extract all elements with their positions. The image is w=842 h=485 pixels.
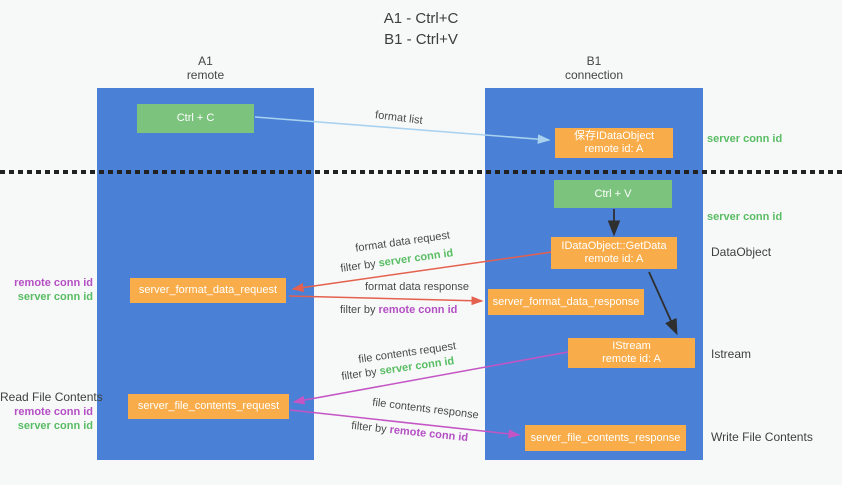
- istream-line1: IStream: [612, 340, 651, 352]
- format-request-label: server_format_data_request: [138, 284, 278, 296]
- side-label-read-file-contents: Read File Contents: [0, 390, 103, 404]
- arrow-format-request-to-response: [288, 295, 484, 306]
- format-response-label: server_format_data_response: [492, 295, 640, 308]
- side-label-istream: Istream: [711, 347, 752, 361]
- flow-label-file-contents-response: file contents response: [371, 396, 480, 422]
- flow-label-filter-remote-1: filter by remote conn id: [340, 304, 457, 316]
- getdata-label: IDataObject::GetData remote id: A: [561, 240, 666, 266]
- node-istream: IStream remote id: A: [568, 338, 695, 368]
- lifeline-b1-role: connection: [564, 68, 624, 82]
- flow-label-filter-remote-2: filter by remote conn id: [351, 420, 469, 444]
- side-label-remote-conn-id-1: remote conn id: [14, 277, 93, 289]
- getdata-line2: remote id: A: [584, 253, 644, 265]
- machine-boundary-dotted-line: [0, 170, 842, 174]
- filter-by-text: filter by: [339, 257, 380, 275]
- title-line-1: A1 - Ctrl+C: [383, 10, 459, 27]
- lifeline-a1-name: A1: [198, 54, 213, 68]
- node-file-request: server_file_contents_request: [128, 394, 289, 419]
- lifeline-header-b1: B1 connection: [485, 54, 703, 82]
- getdata-line1: IDataObject::GetData: [561, 240, 667, 252]
- side-label-server-conn-id-4: server conn id: [17, 420, 93, 432]
- node-getdata: IDataObject::GetData remote id: A: [551, 237, 677, 269]
- ctrl-c-label: Ctrl + C: [176, 112, 215, 124]
- remote-conn-id-text: remote conn id: [378, 304, 458, 316]
- side-label-remote-conn-id-2: remote conn id: [14, 406, 93, 418]
- istream-line2: remote id: A: [602, 353, 661, 365]
- file-response-label: server_file_contents_response: [530, 431, 681, 444]
- server-conn-id-text: server conn id: [377, 247, 455, 270]
- filter-by-text: filter by: [350, 419, 391, 436]
- node-format-response: server_format_data_response: [488, 289, 644, 315]
- filter-by-text: filter by: [340, 304, 379, 316]
- flow-label-format-list: format list: [374, 109, 424, 127]
- node-format-request: server_format_data_request: [130, 278, 286, 303]
- file-request-label: server_file_contents_request: [137, 400, 280, 412]
- side-label-write-file-contents: Write File Contents: [711, 430, 813, 444]
- save-dataobject-line1: 保存IDataObject: [573, 130, 655, 142]
- side-label-server-conn-id-1: server conn id: [707, 133, 783, 145]
- lifeline-a1-role: remote: [186, 68, 225, 82]
- node-ctrl-v: Ctrl + V: [554, 180, 672, 208]
- istream-label: IStream remote id: A: [602, 340, 661, 366]
- node-ctrl-c: Ctrl + C: [137, 104, 254, 133]
- remote-conn-id-text: remote conn id: [388, 423, 469, 445]
- filter-by-text: filter by: [340, 365, 381, 383]
- save-dataobject-line2: remote id: A: [584, 143, 644, 155]
- title-line-2: B1 - Ctrl+V: [384, 31, 458, 48]
- save-dataobject-label: 保存IDataObject remote id: A: [574, 130, 654, 156]
- side-label-dataobject: DataObject: [711, 245, 772, 259]
- ctrl-v-label: Ctrl + V: [594, 187, 632, 200]
- node-save-dataobject: 保存IDataObject remote id: A: [555, 128, 673, 158]
- side-label-server-conn-id-3: server conn id: [17, 291, 93, 303]
- node-file-response: server_file_contents_response: [525, 425, 686, 451]
- flow-label-format-data-response: format data response: [365, 281, 469, 293]
- diagram-title: A1 - Ctrl+C B1 - Ctrl+V: [281, 8, 561, 50]
- lifeline-b1-name: B1: [586, 54, 602, 68]
- lifeline-header-a1: A1 remote: [97, 54, 314, 82]
- side-label-server-conn-id-2: server conn id: [707, 211, 783, 223]
